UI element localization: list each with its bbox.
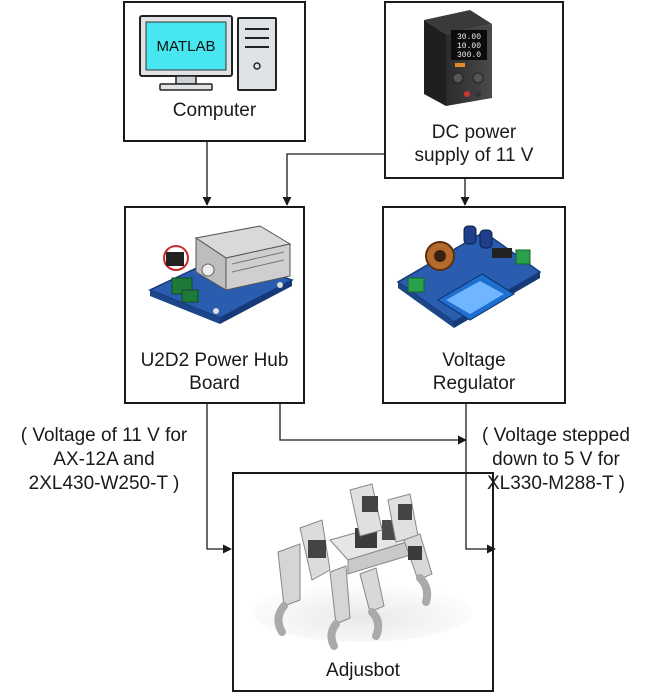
arrow-regulator-to-robot <box>465 403 496 554</box>
robot-icon <box>252 483 472 650</box>
voltage-regulator-icon <box>396 225 542 328</box>
psu-display-2: 10.00 <box>457 42 481 51</box>
regulator-label: Voltage Regulator <box>383 349 565 395</box>
u2d2-board-icon <box>148 225 294 324</box>
left-note-line2: AX-12A and <box>53 449 155 470</box>
right-note-line1: ( Voltage stepped <box>482 425 630 446</box>
u2d2-label: U2D2 Power Hub Board <box>125 349 304 395</box>
u2d2-box <box>124 206 305 404</box>
arrow-u2d2-to-regulator <box>279 403 467 445</box>
dc-supply-label-line1: DC power <box>431 122 517 143</box>
regulator-label-line1: Voltage <box>442 350 506 371</box>
arrow-u2d2-to-robot <box>206 403 232 554</box>
computer-label: Computer <box>172 100 257 121</box>
regulator-label-line2: Regulator <box>432 373 516 394</box>
u2d2-label-line2: Board <box>189 373 240 394</box>
left-note-line3: 2XL430-W250-T ) <box>28 473 180 494</box>
u2d2-label-line1: U2D2 Power Hub <box>140 350 289 371</box>
computer-box <box>123 1 306 142</box>
dc-supply-label-line2: supply of 11 V <box>414 145 534 166</box>
arrow-supply-to-u2d2 <box>282 153 385 206</box>
robot-box <box>232 472 494 692</box>
dc-supply-label: DC power supply of 11 V <box>385 121 563 167</box>
dc-supply-icon: 30.00 10.00 300.0 <box>424 10 492 106</box>
matlab-screen-text: MATLAB <box>157 38 216 55</box>
right-voltage-note: ( Voltage stepped down to 5 V for XL330-… <box>466 424 646 496</box>
left-voltage-note: ( Voltage of 11 V for AX-12A and 2XL430-… <box>0 424 208 496</box>
psu-display-1: 30.00 <box>457 33 481 42</box>
right-note-line3: XL330-M288-T ) <box>487 473 625 494</box>
left-note-line1: ( Voltage of 11 V for <box>20 425 188 446</box>
dc-supply-box <box>384 1 564 179</box>
regulator-box <box>382 206 566 404</box>
connectors <box>202 141 496 554</box>
computer-icon: MATLAB <box>139 15 277 91</box>
psu-display-3: 300.0 <box>457 51 481 60</box>
right-note-line2: down to 5 V for <box>492 449 620 470</box>
robot-label: Adjusbot <box>326 660 400 681</box>
